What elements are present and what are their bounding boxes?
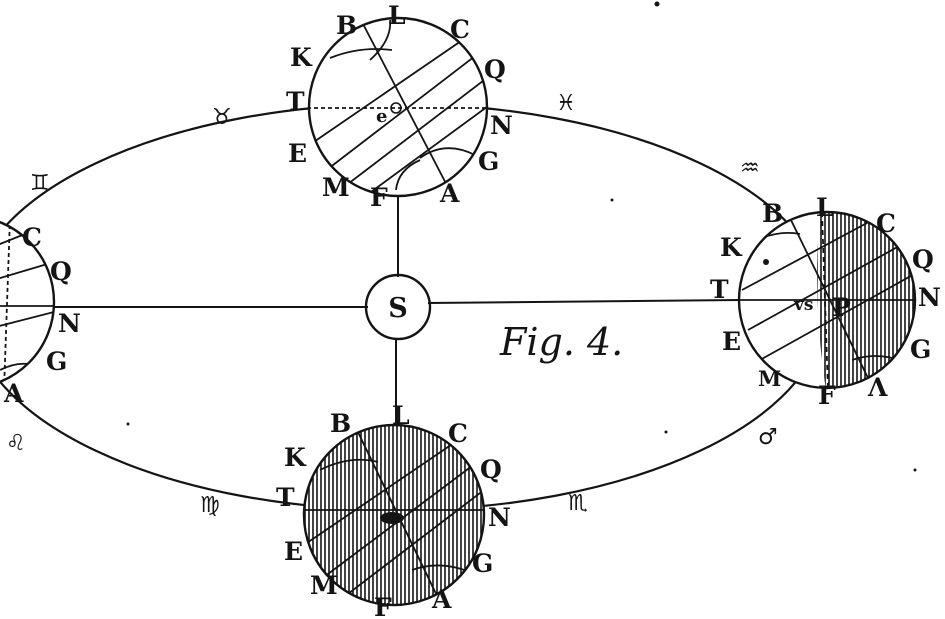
globe-right-label-C: C — [876, 209, 896, 238]
sun-label: S — [388, 293, 408, 324]
globe-top-label-N: N — [490, 111, 513, 140]
globe-right-label-K: K — [720, 233, 743, 262]
globe-bottom-label-B: B — [330, 409, 351, 438]
globe-bottom-label-C: C — [448, 419, 468, 448]
globe-bottom-label-T: T — [276, 483, 295, 512]
globe-right-label-Q: Q — [912, 245, 934, 274]
globe-bottom-label-G: G — [472, 549, 493, 578]
globe-right-label-L: L — [816, 193, 834, 222]
sun-ray-right — [427, 299, 741, 304]
globe-bottom-label-E: E — [284, 537, 303, 566]
globe-right-label-N: N — [918, 283, 941, 312]
globe-top-label-B: B — [336, 11, 357, 40]
globe-bottom-label-Q: Q — [480, 455, 502, 484]
taurus-symbol: ♉ — [212, 105, 232, 130]
globe-bottom-label-M: M — [310, 571, 338, 600]
globe-right: B L C K Q T vs P N E G M F Λ — [710, 193, 941, 410]
globe-left-label-N: N — [58, 309, 81, 338]
mars-symbol: ♂ — [758, 425, 778, 450]
leo-symbol: ♌ — [6, 431, 26, 456]
aquarius-symbol: ♒ — [740, 156, 760, 181]
globe-right-label-M: M — [758, 366, 781, 391]
globe-top-label-F: F — [370, 183, 388, 212]
globe-top: B L C K Q T e N E G M F A — [286, 1, 513, 212]
globe-top-label-M: M — [322, 173, 350, 202]
globe-right-label-T: T — [710, 275, 729, 304]
globe-left-label-A: A — [3, 379, 24, 408]
globe-top-label-C: C — [450, 15, 470, 44]
globe-top-label-E: E — [288, 139, 307, 168]
globe-left-label-Q: Q — [50, 257, 72, 286]
globe-bottom-label-F: F — [374, 593, 392, 619]
globe-right-label-B: B — [762, 199, 783, 228]
figure-caption: Fig. 4. — [499, 320, 623, 364]
scorpio-symbol: ♏ — [568, 491, 588, 516]
globe-bottom: B L C K Q T N E G M F A — [276, 401, 511, 619]
globe-top-label-A: A — [439, 179, 460, 208]
globe-top-label-K: K — [290, 43, 313, 72]
globe-left-label-G: G — [46, 347, 67, 376]
globe-left: C Q N G A — [0, 217, 81, 408]
globe-bottom-label-K: K — [284, 443, 307, 472]
gemini-symbol: ♊ — [30, 171, 50, 196]
globe-top-label-L: L — [388, 1, 406, 30]
globe-bottom-label-N: N — [488, 503, 511, 532]
sun: S — [364, 273, 432, 341]
globe-top-label-e: e — [376, 106, 387, 127]
pisces-symbol: ♓ — [556, 91, 576, 116]
globe-right-label-A: Λ — [867, 373, 888, 402]
globe-right-label-E: E — [722, 327, 741, 356]
globe-top-label-T: T — [286, 87, 305, 116]
globe-bottom-label-A: A — [431, 585, 452, 614]
globe-top-label-Q: Q — [484, 55, 506, 84]
globe-right-label-P: P — [832, 293, 851, 322]
globe-bottom-label-L: L — [392, 401, 410, 430]
globe-top-label-G: G — [478, 147, 499, 176]
globe-right-label-F: F — [818, 381, 836, 410]
zodiac-signs: ♉ ♓ ♊ ♒ ♌ ♍ ♏ ♂ — [6, 91, 778, 518]
virgo-symbol: ♍ — [200, 493, 220, 518]
globe-right-label-G: G — [910, 335, 931, 364]
globe-left-label-C: C — [22, 223, 42, 252]
globe-right-label-vs: vs — [793, 295, 813, 315]
